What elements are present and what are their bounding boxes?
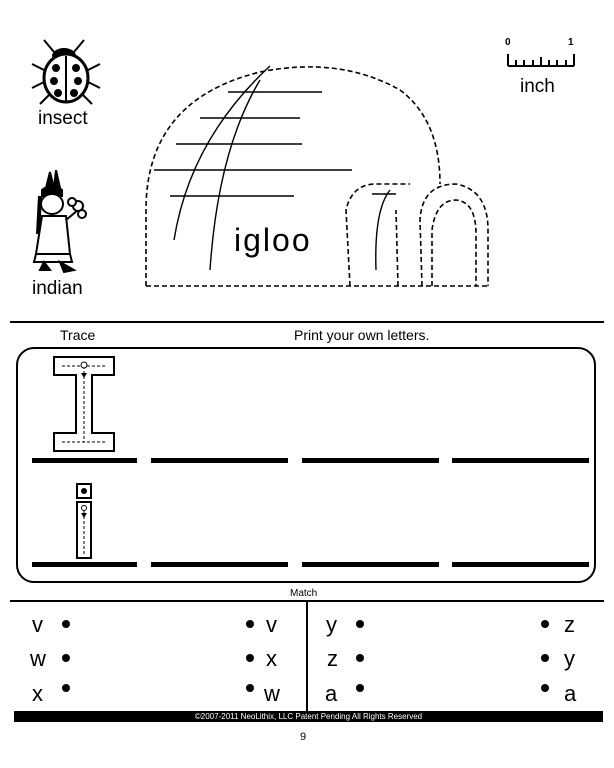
match-letter: w bbox=[30, 646, 46, 671]
capital-i-trace[interactable] bbox=[52, 355, 116, 453]
ruler-end: 1 bbox=[568, 37, 574, 48]
ladybug-icon bbox=[31, 39, 101, 105]
writing-line[interactable] bbox=[452, 458, 589, 463]
match-dot[interactable] bbox=[356, 684, 364, 692]
ruler-unit: inch bbox=[520, 76, 555, 97]
match-letter: v bbox=[266, 612, 277, 637]
writing-line[interactable] bbox=[151, 562, 288, 567]
match-letter: w bbox=[264, 681, 280, 706]
match-heading: Match bbox=[290, 588, 318, 599]
match-letter: z bbox=[564, 612, 575, 637]
match-letter: a bbox=[325, 681, 338, 706]
match-center-divider bbox=[306, 601, 308, 711]
match-letter: x bbox=[32, 681, 43, 706]
writing-line[interactable] bbox=[302, 562, 439, 567]
match-dot[interactable] bbox=[356, 620, 364, 628]
match-dot[interactable] bbox=[246, 684, 254, 692]
lowercase-i-trace[interactable] bbox=[74, 482, 94, 560]
match-letter: a bbox=[564, 681, 577, 706]
insect-label: insect bbox=[38, 108, 88, 129]
match-dot[interactable] bbox=[356, 654, 364, 662]
match-dot[interactable] bbox=[541, 654, 549, 662]
trace-heading: Trace bbox=[60, 327, 96, 343]
writing-line[interactable] bbox=[32, 458, 137, 463]
page-number: 9 bbox=[300, 731, 307, 743]
match-letter: y bbox=[326, 612, 337, 637]
ruler-icon bbox=[507, 54, 575, 67]
match-dot[interactable] bbox=[246, 620, 254, 628]
indian-label: indian bbox=[32, 278, 83, 299]
igloo-picture bbox=[145, 65, 489, 287]
top-divider bbox=[10, 321, 604, 323]
writing-panel bbox=[16, 347, 596, 583]
copyright-footer: ©2007-2011 NeoLithix, LLC Patent Pending… bbox=[14, 711, 603, 722]
match-letter: y bbox=[564, 646, 575, 671]
indian-figure-icon bbox=[32, 170, 87, 274]
match-letter: z bbox=[327, 646, 338, 671]
writing-line[interactable] bbox=[452, 562, 589, 567]
writing-line[interactable] bbox=[151, 458, 288, 463]
writing-line[interactable] bbox=[32, 562, 137, 567]
ruler-start: 0 bbox=[505, 37, 511, 48]
writing-line[interactable] bbox=[302, 458, 439, 463]
match-dot[interactable] bbox=[246, 654, 254, 662]
match-dot[interactable] bbox=[62, 654, 70, 662]
match-dot[interactable] bbox=[62, 684, 70, 692]
match-letter: x bbox=[266, 646, 277, 671]
match-letter: v bbox=[32, 612, 43, 637]
print-heading: Print your own letters. bbox=[294, 327, 430, 343]
match-dot[interactable] bbox=[541, 620, 549, 628]
match-dot[interactable] bbox=[62, 620, 70, 628]
match-dot[interactable] bbox=[541, 684, 549, 692]
igloo-label: igloo bbox=[234, 222, 312, 258]
